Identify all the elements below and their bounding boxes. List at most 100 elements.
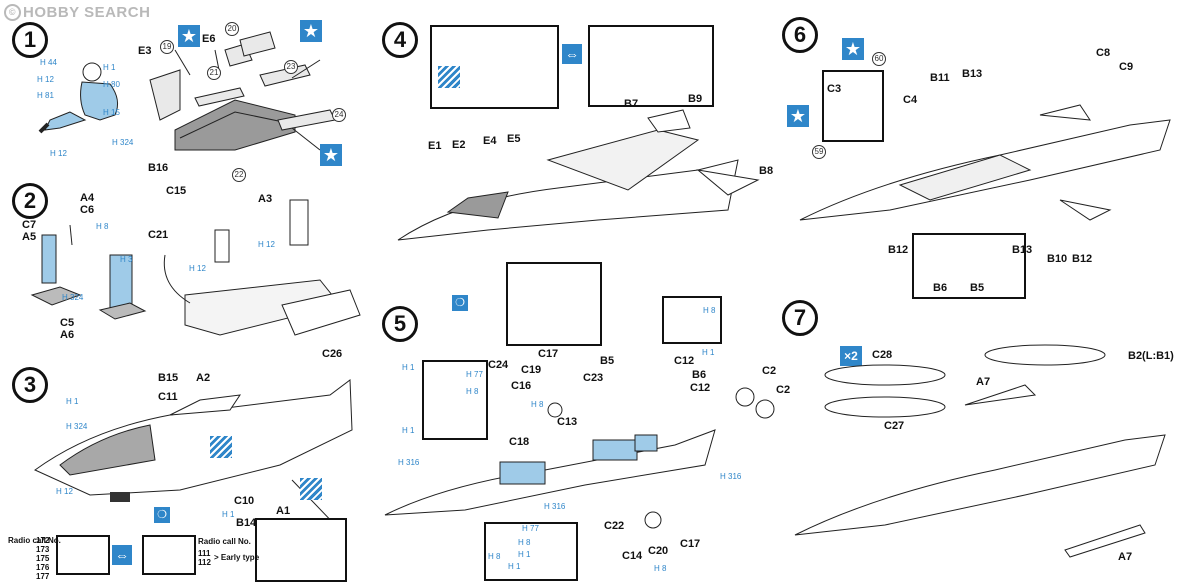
- part-label: A4: [80, 192, 95, 204]
- part-label: C13: [557, 416, 578, 428]
- detail-inset: [506, 262, 602, 346]
- part-label: C15: [166, 185, 187, 197]
- decal-ref: 20: [225, 22, 239, 36]
- paint-label: H 77: [522, 524, 539, 533]
- part-label: A7: [976, 376, 991, 388]
- decal-ref: 24: [332, 108, 346, 122]
- part-label: C3: [827, 83, 842, 95]
- paint-label: H 324: [112, 138, 134, 147]
- decal-ref: 23: [284, 60, 298, 74]
- star-icon: ★: [842, 38, 864, 60]
- step-4-badge: 4: [382, 22, 418, 58]
- radio-inset: [56, 535, 110, 575]
- landing-gear-inset: [912, 233, 1026, 299]
- quantity-badge: ×2: [840, 346, 862, 366]
- early-type-label: > Early type: [214, 553, 260, 562]
- paint-area-icon: [438, 66, 460, 88]
- part-label: C2: [776, 384, 791, 396]
- part-label: C24: [488, 359, 509, 371]
- radio-call-label: Radio call No.: [198, 537, 251, 546]
- paint-label: H 12: [189, 264, 206, 273]
- watermark-text: HOBBY SEARCH: [23, 4, 151, 21]
- paint-label: H 8: [466, 387, 479, 396]
- step-1-drawing: [38, 31, 336, 151]
- part-label: C7: [22, 219, 37, 231]
- radio-number: 175: [36, 554, 50, 563]
- part-label: B11: [930, 72, 950, 84]
- radio-number: 112: [198, 558, 211, 567]
- step-6-drawing: [799, 104, 1171, 221]
- step-3-drawing: [34, 379, 353, 531]
- part-label: A7: [1118, 551, 1133, 563]
- part-label: E4: [483, 135, 497, 147]
- paint-label: H 1: [702, 348, 715, 357]
- paint-label: H 1: [66, 397, 79, 406]
- paint-label: H 8: [531, 400, 544, 409]
- paint-label: H 3: [120, 255, 133, 264]
- part-label: C2: [762, 365, 777, 377]
- paint-label: H 8: [703, 306, 716, 315]
- part-label: C27: [884, 420, 905, 432]
- glue-icon: ❍: [154, 507, 170, 523]
- paint-label: H 12: [50, 149, 67, 158]
- part-label: E6: [202, 33, 216, 45]
- paint-label: H 8: [488, 552, 501, 561]
- part-label: A2: [196, 372, 211, 384]
- part-label: E1: [428, 140, 442, 152]
- wheel-detail-inset: [484, 522, 578, 581]
- part-label: C10: [234, 495, 255, 507]
- step-7-badge: 7: [782, 300, 818, 336]
- part-label: C26: [322, 348, 343, 360]
- part-label: E2: [452, 139, 466, 151]
- step-6-badge: 6: [782, 17, 818, 53]
- part-label: B14: [236, 517, 257, 529]
- part-label: E5: [507, 133, 521, 145]
- decal-ref: 60: [872, 52, 886, 66]
- part-label: A3: [258, 193, 273, 205]
- paint-label: H 12: [37, 75, 54, 84]
- part-label: B2(L:B1): [1128, 350, 1174, 362]
- radio-number: 111: [198, 549, 211, 558]
- wheel-detail-inset: [422, 360, 488, 440]
- part-label: B15: [158, 372, 179, 384]
- paint-label: H 8: [96, 222, 109, 231]
- step-2-badge: 2: [12, 183, 48, 219]
- paint-label: H 12: [56, 487, 73, 496]
- paint-area-icon: [210, 436, 232, 458]
- part-label: A1: [276, 505, 291, 517]
- part-label: C6: [80, 204, 95, 216]
- paint-label: H 324: [66, 422, 88, 431]
- part-label: C21: [148, 229, 169, 241]
- part-label: C9: [1119, 61, 1134, 73]
- part-label: B12: [1072, 253, 1093, 265]
- part-label: B9: [688, 93, 703, 105]
- part-label: C19: [521, 364, 542, 376]
- paint-label: H 1: [518, 550, 531, 559]
- paint-label: H 1: [103, 63, 116, 72]
- part-label: A6: [60, 329, 75, 341]
- part-label: C17: [538, 348, 559, 360]
- part-label: B12: [888, 244, 909, 256]
- part-label: B7: [624, 98, 639, 110]
- radio-call-label: Radio call No.: [8, 536, 61, 545]
- star-icon: ★: [300, 20, 322, 42]
- star-icon: ★: [178, 25, 200, 47]
- part-label: C16: [511, 380, 532, 392]
- part-label: C14: [622, 550, 643, 562]
- step-4-drawing: [397, 109, 760, 241]
- paint-label: H 1: [222, 510, 235, 519]
- step-7-drawing: [794, 344, 1166, 558]
- part-label: C12: [674, 355, 695, 367]
- part-label: B8: [759, 165, 774, 177]
- star-icon: ★: [320, 144, 342, 166]
- paint-label: H 316: [720, 472, 742, 481]
- radio-number: 176: [36, 563, 50, 572]
- part-label: B13: [962, 68, 983, 80]
- radio-number: 172: [36, 536, 50, 545]
- paint-label: H 1: [508, 562, 521, 571]
- paint-label: H 81: [37, 91, 54, 100]
- part-label: B5: [970, 282, 985, 294]
- part-label: C8: [1096, 47, 1111, 59]
- paint-label: H 8: [518, 538, 531, 547]
- decal-ref: 19: [160, 40, 174, 54]
